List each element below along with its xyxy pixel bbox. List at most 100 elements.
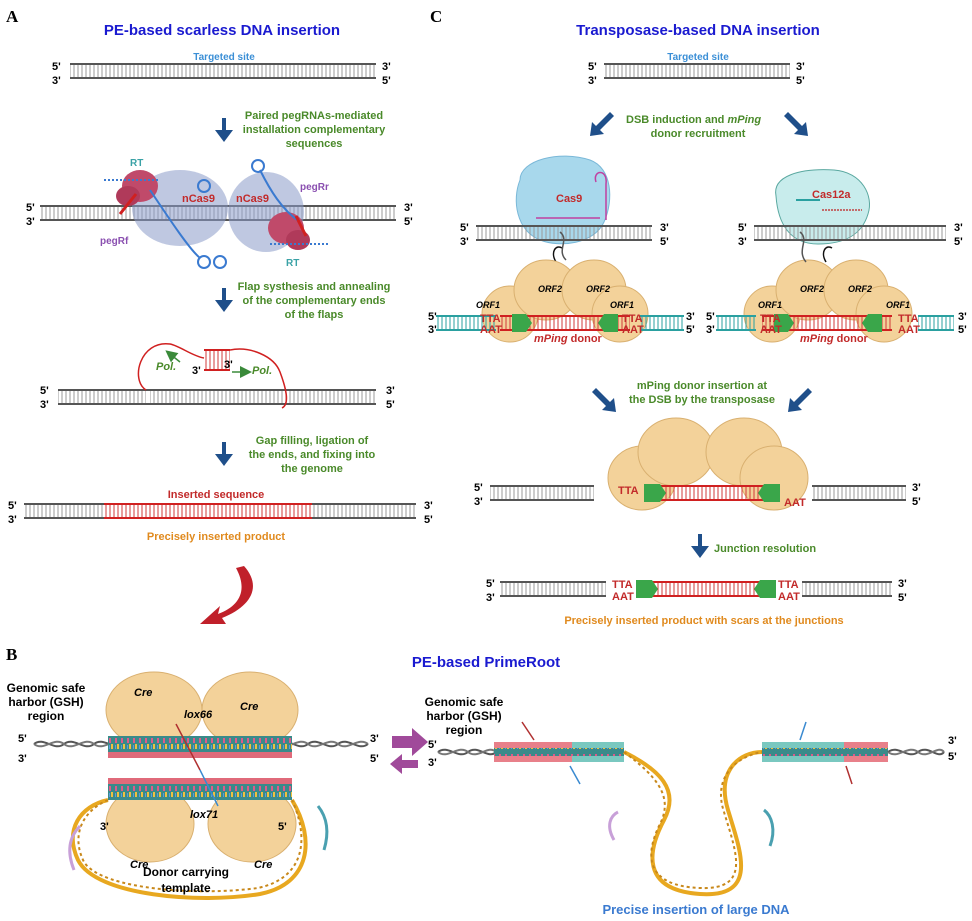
end-label: 3' bbox=[796, 61, 805, 73]
tta-label: TTA bbox=[618, 485, 639, 497]
end-label: 5' bbox=[386, 399, 395, 411]
end-label: 5' bbox=[18, 733, 27, 745]
end-label: 3' bbox=[912, 482, 921, 494]
cas12a-complex bbox=[754, 169, 946, 263]
gsh-right-line1: Genomic safe bbox=[425, 695, 504, 709]
tta-label: TTA bbox=[612, 579, 633, 591]
panel-a-product-label: Precisely inserted product bbox=[147, 531, 285, 543]
panel-a-product-dna bbox=[24, 503, 416, 519]
pol-right-label: Pol. bbox=[252, 365, 272, 377]
lox71-label: lox71 bbox=[190, 809, 218, 821]
end-label: 3' bbox=[404, 202, 413, 214]
end-label: 5' bbox=[588, 61, 597, 73]
cre-label: Cre bbox=[134, 687, 152, 699]
panel-b-result-label: Precise insertion of large DNA bbox=[602, 902, 790, 917]
end-label: 3' bbox=[424, 500, 433, 512]
reverse-arrow-icon bbox=[390, 754, 418, 774]
tta-label: TTA bbox=[898, 313, 919, 325]
end-label: 5' bbox=[52, 61, 61, 73]
panel-c-letter: C bbox=[430, 7, 442, 26]
end-label: 5' bbox=[954, 236, 963, 248]
forward-arrow-icon bbox=[392, 728, 428, 756]
gsh-left-line1: Genomic safe bbox=[7, 681, 86, 695]
cre-label: Cre bbox=[130, 859, 148, 871]
end-label: 3' bbox=[706, 324, 715, 336]
end-label: 3' bbox=[428, 324, 437, 336]
diagonal-arrow-icon bbox=[788, 388, 812, 412]
end-label: 5' bbox=[278, 821, 287, 833]
cas9-label: Cas9 bbox=[556, 193, 582, 205]
down-arrow-icon bbox=[691, 534, 709, 558]
end-label: 3' bbox=[192, 365, 201, 377]
mping-donor-label: mPing donor bbox=[800, 333, 869, 345]
rt-left-label: RT bbox=[130, 158, 143, 169]
end-label: 5' bbox=[898, 592, 907, 604]
end-label: 5' bbox=[404, 216, 413, 228]
end-label: 5' bbox=[474, 482, 483, 494]
end-label: 5' bbox=[706, 311, 715, 323]
end-label: 3' bbox=[18, 753, 27, 765]
aat-label: AAT bbox=[612, 591, 634, 603]
end-label: 5' bbox=[660, 236, 669, 248]
transposase-right bbox=[716, 231, 954, 343]
orf2-label: ORF2 bbox=[538, 284, 562, 294]
primeroot-product bbox=[437, 721, 945, 897]
cas9-complex bbox=[476, 155, 652, 263]
panel-c-targeted-site-label: Targeted site bbox=[667, 52, 729, 63]
panel-a-step1-line2: installation complementary bbox=[243, 124, 386, 136]
end-label: 5' bbox=[958, 324, 967, 336]
end-label: 3' bbox=[386, 385, 395, 397]
tta-label: TTA bbox=[760, 313, 781, 325]
panel-c-product-dna bbox=[500, 580, 892, 598]
end-label: 3' bbox=[474, 496, 483, 508]
orf2-label: ORF2 bbox=[586, 284, 610, 294]
end-label: 3' bbox=[958, 311, 967, 323]
down-arrow-icon bbox=[215, 288, 233, 312]
donor-line2: template bbox=[161, 881, 211, 895]
panel-c-step1-c: donor recruitment bbox=[651, 128, 746, 140]
panel-a-step1-line1: Paired pegRNAs-mediated bbox=[245, 110, 383, 122]
panel-a-letter: A bbox=[6, 7, 19, 26]
end-label: 3' bbox=[898, 578, 907, 590]
end-label: 5' bbox=[948, 751, 957, 763]
end-label: 3' bbox=[370, 733, 379, 745]
tta-label: TTA bbox=[480, 313, 501, 325]
end-label: 3' bbox=[954, 222, 963, 234]
inserted-sequence-label: Inserted sequence bbox=[168, 489, 265, 501]
end-label: 3' bbox=[486, 592, 495, 604]
panel-c-step3: Junction resolution bbox=[714, 543, 816, 555]
end-label: 5' bbox=[370, 753, 379, 765]
end-label: 3' bbox=[588, 75, 597, 87]
gsh-right-line3: region bbox=[446, 723, 483, 737]
ncas9-right-complex bbox=[213, 159, 330, 269]
panel-a-step2-line1: Flap systhesis and annealing bbox=[238, 281, 391, 293]
transposase-left bbox=[436, 231, 684, 343]
end-label: 3' bbox=[224, 359, 233, 371]
panel-a-step3-line3: the genome bbox=[281, 463, 343, 475]
curved-red-arrow-icon bbox=[200, 566, 253, 624]
diagonal-arrow-icon bbox=[784, 112, 808, 136]
panel-a-targeted-site-label: Targeted site bbox=[193, 52, 255, 63]
panel-a-step1-line3: sequences bbox=[286, 138, 343, 150]
cre-label: Cre bbox=[254, 859, 272, 871]
gsh-left-line2: harbor (GSH) bbox=[8, 695, 83, 709]
orf1-label: ORF1 bbox=[476, 300, 500, 310]
panel-a-step2-line3: of the flaps bbox=[285, 309, 344, 321]
lox66-label: lox66 bbox=[184, 709, 213, 721]
tta-label: TTA bbox=[778, 579, 799, 591]
ncas9-right-label: nCas9 bbox=[236, 193, 269, 205]
gsh-left-line3: region bbox=[28, 709, 65, 723]
ncas9-left-label: nCas9 bbox=[182, 193, 215, 205]
panel-c-step2-line1: mPing donor insertion at bbox=[637, 380, 768, 392]
orf1-label: ORF1 bbox=[886, 300, 910, 310]
end-label: 5' bbox=[738, 222, 747, 234]
aat-label: AAT bbox=[784, 497, 806, 509]
orf2-label: ORF2 bbox=[848, 284, 872, 294]
panel-c-product-label: Precisely inserted product with scars at… bbox=[564, 615, 843, 627]
end-label: 3' bbox=[428, 757, 437, 769]
end-label: 5' bbox=[460, 222, 469, 234]
aat-label: AAT bbox=[778, 591, 800, 603]
end-label: 5' bbox=[424, 514, 433, 526]
pol-left-label: Pol. bbox=[156, 361, 176, 373]
